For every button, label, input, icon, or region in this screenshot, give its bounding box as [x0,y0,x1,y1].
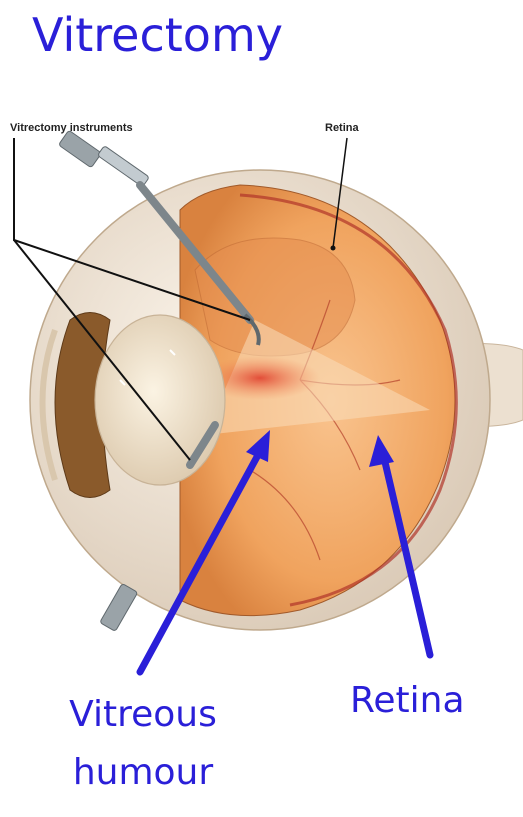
callout-vitreous-line1: Vitreous [38,692,248,738]
vitrectomy-instrument-bottom [100,583,138,631]
front-of-eye [43,313,226,498]
label-retina-small: Retina [325,122,360,134]
callout-vitreous-humour: Vitreous humour [38,692,248,796]
callout-vitreous-line2: humour [38,750,248,796]
callout-retina: Retina [350,678,465,724]
vitrectomy-instrument-top [58,130,149,187]
label-vitrectomy-instruments: Vitrectomy instruments [10,122,133,134]
